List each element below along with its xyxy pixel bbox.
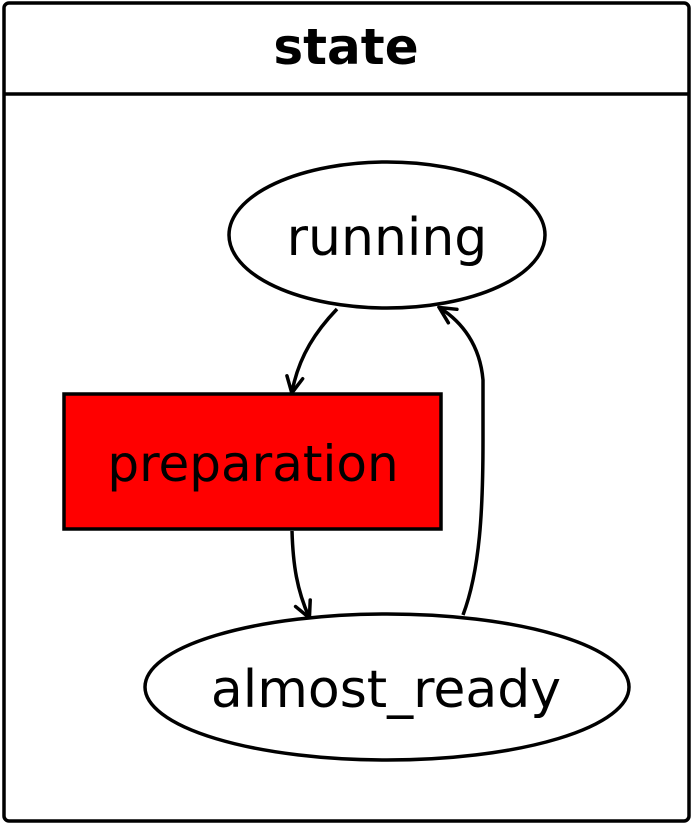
edges [290,307,485,617]
edge-running-to-preparation [292,307,339,392]
node-almost-ready-shape [143,612,631,762]
node-almost-ready: almost_ready [143,612,631,762]
node-running: running [227,160,547,310]
node-preparation: preparation [62,392,443,531]
node-running-label: running [287,208,488,268]
edge-preparation-to-almost-ready [290,530,309,617]
node-almost-ready-label: almost_ready [211,660,561,720]
edge-almost-ready-to-running [440,308,485,616]
state-container-title: state [273,18,418,76]
node-preparation-shape [62,392,443,531]
node-running-shape [227,160,547,310]
node-preparation-label: preparation [107,435,398,493]
